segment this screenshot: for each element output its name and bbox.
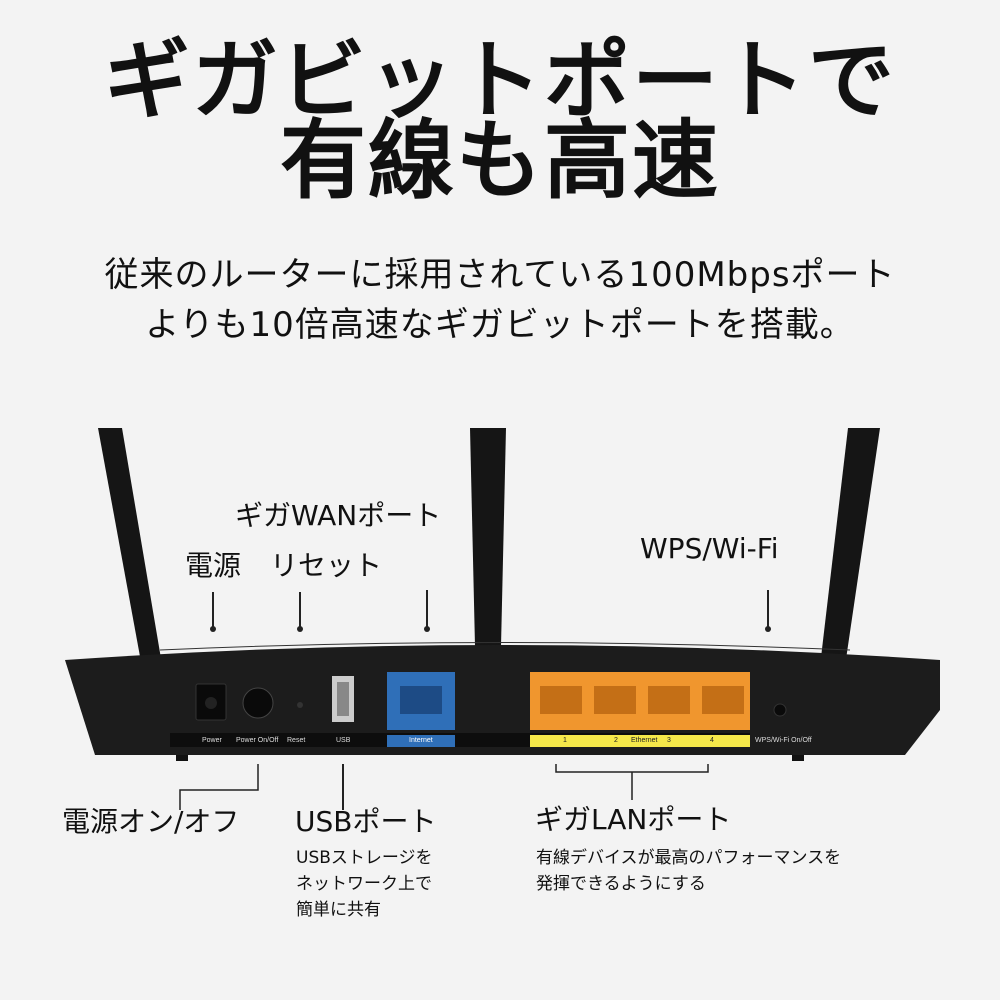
wps-button — [773, 703, 787, 717]
leader-reset — [299, 592, 301, 628]
label-reset: Reset — [287, 737, 306, 744]
callout-wps: WPS/Wi-Fi — [640, 532, 779, 565]
leader-dot — [210, 626, 216, 632]
antenna-right — [816, 428, 880, 700]
leader-dot — [765, 626, 771, 632]
callout-lan-desc: 有線デバイスが最高のパフォーマンスを 発揮できるようにする — [536, 845, 841, 897]
leader-wan — [426, 590, 428, 628]
label-power-onoff: Power On/Off — [236, 737, 279, 744]
label-lan2: 2 — [614, 737, 618, 744]
usb-desc-line: USBストレージを — [296, 848, 433, 868]
leader-usb — [342, 764, 344, 810]
label-wps: WPS/Wi-Fi On/Off — [755, 737, 812, 744]
label-lan3: 3 — [667, 737, 671, 744]
antenna-middle — [470, 428, 506, 690]
usb-desc-line: ネットワーク上で — [296, 874, 432, 894]
label-internet: Internet — [409, 737, 433, 744]
label-lan1: 1 — [563, 737, 567, 744]
label-ethernet: Ethernet — [631, 737, 658, 744]
usb-desc-line: 簡単に共有 — [296, 900, 381, 920]
power-button — [242, 687, 274, 719]
label-power: Power — [202, 737, 222, 744]
headline-line-2: 有線も高速 — [280, 111, 720, 211]
leader-wps — [767, 590, 769, 628]
callout-usb-title: USBポート — [295, 805, 437, 838]
leader-dot — [424, 626, 430, 632]
leader-power — [212, 592, 214, 628]
antenna-left — [98, 428, 168, 700]
callout-lan-title: ギガLANポート — [535, 803, 732, 836]
leader-dot — [297, 626, 303, 632]
subheadline-line-1: 従来のルーターに採用されている100Mbpsポート — [104, 255, 896, 295]
callout-wan: ギガWANポート — [235, 499, 442, 532]
lan-desc-line: 発揮できるようにする — [536, 874, 706, 894]
subheadline-line-2: よりも10倍高速なギガビットポートを搭載。 — [145, 305, 855, 345]
lan-desc-line: 有線デバイスが最高のパフォーマンスを — [536, 848, 842, 868]
label-usb: USB — [336, 737, 351, 744]
callout-reset: リセット — [270, 549, 383, 582]
callout-usb-desc: USBストレージを ネットワーク上で 簡単に共有 — [296, 845, 433, 923]
callout-power: 電源 — [185, 549, 242, 582]
headline-line-1: ギガビットポートで — [104, 31, 896, 131]
callout-power-switch: 電源オン/オフ — [62, 805, 240, 838]
label-lan4: 4 — [710, 737, 714, 744]
reset-hole — [297, 702, 303, 708]
